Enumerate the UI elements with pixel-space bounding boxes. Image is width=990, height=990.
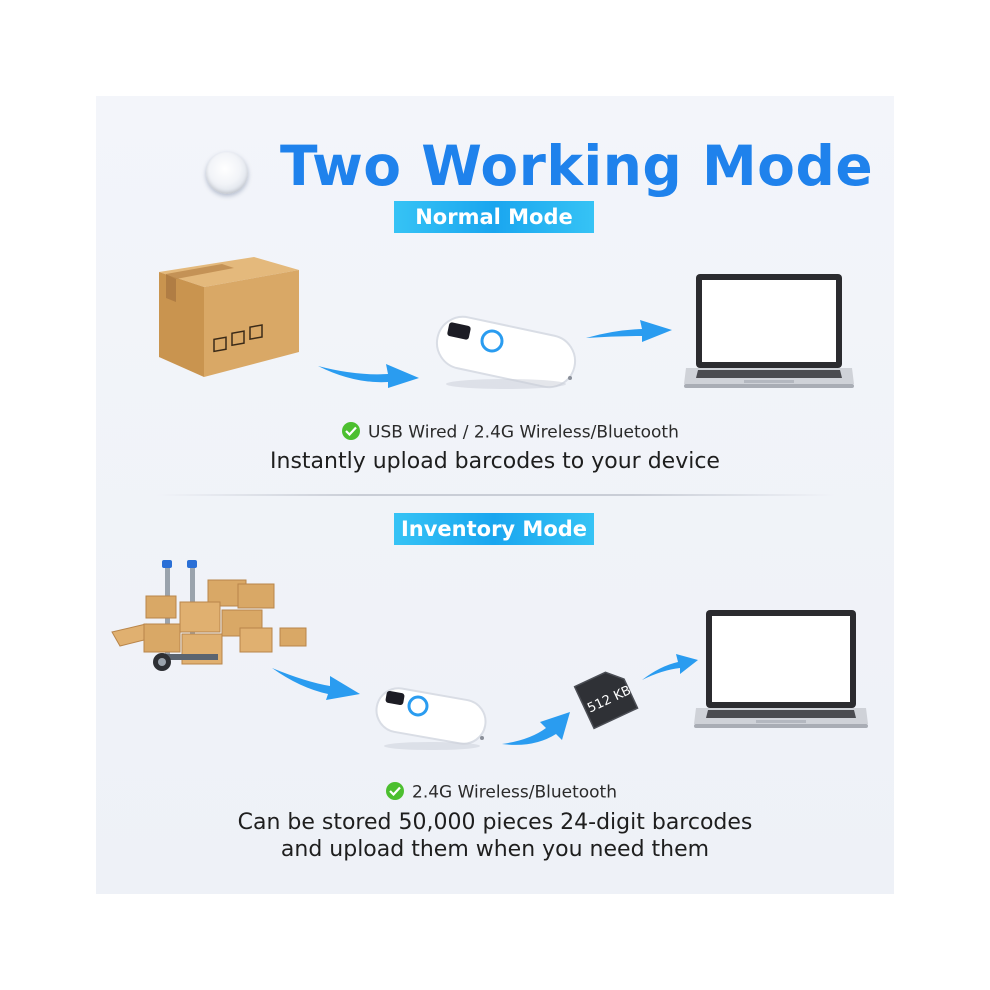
check-icon <box>342 421 360 440</box>
title-area: Two Working Mode <box>96 114 894 204</box>
section-divider <box>156 494 836 496</box>
page-title: Two Working Mode <box>280 134 874 198</box>
barcode-scanner-icon <box>435 315 577 389</box>
inventory-mode-description-line1: Can be stored 50,000 pieces 24-digit bar… <box>237 810 753 835</box>
flow-arrow-icon <box>318 364 419 388</box>
flow-arrow-icon <box>272 668 360 700</box>
laptop-icon <box>694 610 868 728</box>
normal-mode-badge: Normal Mode <box>394 201 594 233</box>
flow-arrow-icon <box>642 654 698 680</box>
laptop-icon <box>684 274 854 388</box>
normal-mode-feature: USB Wired / 2.4G Wireless/Bluetooth <box>342 421 679 443</box>
inventory-mode-badge: Inventory Mode <box>394 513 594 545</box>
title-bullet-icon <box>206 152 248 194</box>
normal-mode-connectivity: USB Wired / 2.4G Wireless/Bluetooth <box>368 422 679 443</box>
memory-card-icon: 512 KB <box>573 671 639 730</box>
hand-truck-boxes-icon <box>111 560 307 671</box>
flow-arrow-icon <box>586 320 672 342</box>
inventory-mode-feature: 2.4G Wireless/Bluetooth <box>386 781 617 803</box>
cardboard-box-icon <box>159 257 299 377</box>
inventory-mode-connectivity: 2.4G Wireless/Bluetooth <box>412 782 617 803</box>
flow-arrow-icon <box>502 712 570 745</box>
check-icon <box>386 781 404 800</box>
inventory-mode-description-line2: and upload them when you need them <box>280 837 710 862</box>
normal-mode-description: Instantly upload barcodes to your device <box>270 449 720 474</box>
infographic-panel: Two Working Mode Normal Mode <box>96 96 894 894</box>
barcode-scanner-icon <box>375 687 487 750</box>
